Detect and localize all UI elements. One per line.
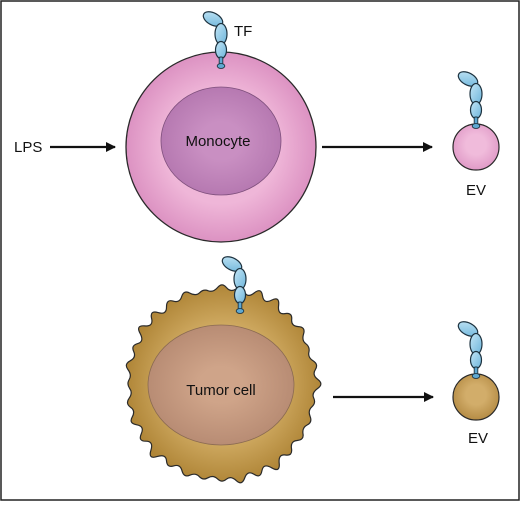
ev-top-label: EV <box>466 182 486 199</box>
ev-tumor-membrane <box>452 373 500 421</box>
monocyte-label: Monocyte <box>185 133 250 150</box>
lps-label: LPS <box>14 139 42 156</box>
monocyte-cell: Monocyte <box>125 51 317 243</box>
tf-label: TF <box>234 23 252 40</box>
tumor-cell: Tumor cell <box>125 284 322 484</box>
tumor-nucleus <box>147 324 295 446</box>
tumor-cell-label: Tumor cell <box>186 382 255 399</box>
ev-tumor <box>452 373 500 421</box>
ev-monocyte <box>452 123 500 171</box>
monocyte-nucleus <box>160 86 282 196</box>
ev-bottom-label: EV <box>468 430 488 447</box>
ev-monocyte-membrane <box>452 123 500 171</box>
